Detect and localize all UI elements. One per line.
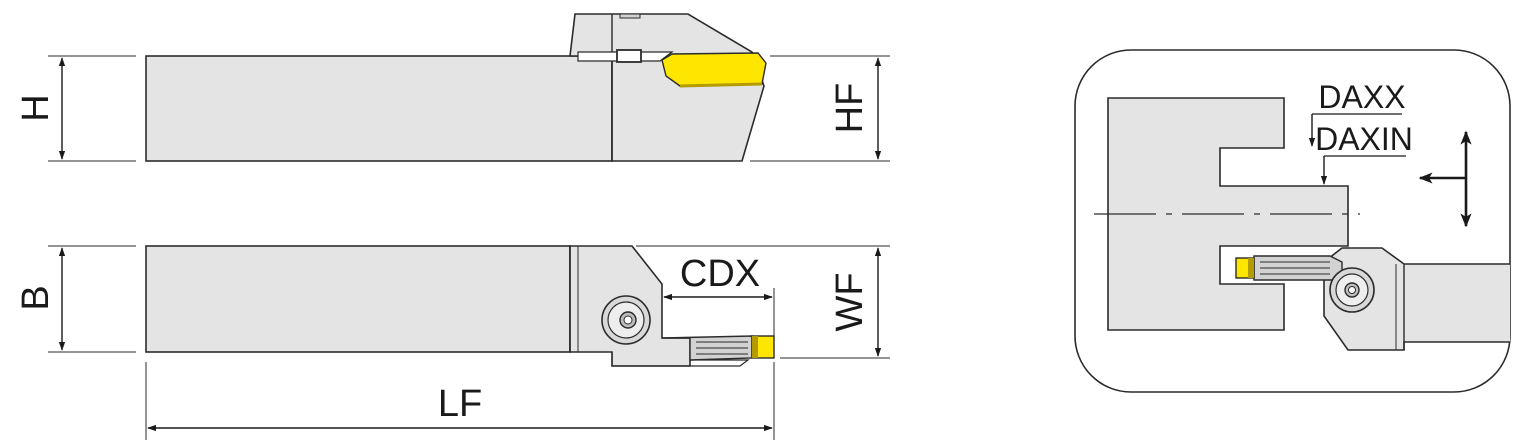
application-detail: DAXX DAXIN	[1074, 49, 1511, 393]
daxin-label: DAXIN	[1315, 121, 1413, 157]
wf-label: WF	[829, 272, 871, 331]
top-view-shank	[145, 245, 571, 353]
clamp-screw-icon	[601, 295, 651, 345]
hf-label: HF	[829, 83, 871, 134]
cdx-label: CDX	[680, 253, 760, 295]
side-view-shank	[145, 55, 613, 162]
side-view-insert	[661, 52, 767, 87]
lf-label: LF	[438, 383, 482, 425]
h-label: H	[15, 94, 57, 121]
top-view: B WF CDX LF	[15, 245, 890, 440]
side-view-pin	[616, 49, 642, 63]
side-view: H HF	[15, 13, 890, 162]
feed-direction-icon	[1418, 130, 1472, 228]
detail-screw-icon	[1329, 267, 1375, 313]
daxx-label: DAXX	[1318, 79, 1405, 115]
b-label: B	[15, 285, 57, 310]
